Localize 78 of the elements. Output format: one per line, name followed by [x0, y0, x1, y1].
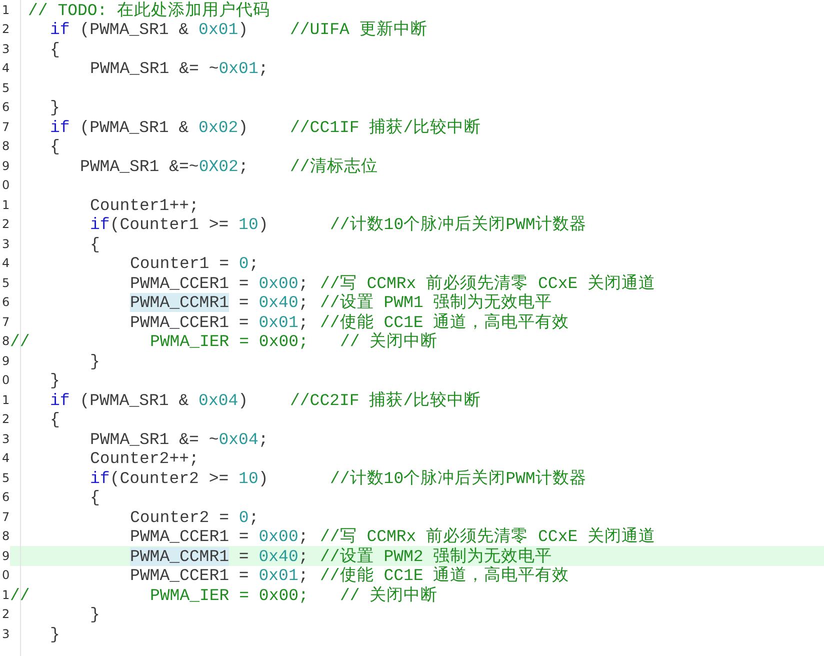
- code-comment: PWMA_IER = 0x00;: [150, 332, 308, 351]
- line-number: 8: [2, 333, 10, 350]
- code-comment: //写 CCMRx 前必须先清零 CCxE 关闭通道: [320, 274, 656, 292]
- line-number: 3: [2, 236, 10, 252]
- code-line: {: [90, 488, 100, 507]
- code-line: if(Counter1 >= 10): [90, 215, 268, 234]
- line-number: 1: [2, 586, 10, 604]
- line-number: 8: [2, 528, 10, 545]
- line-number: 0: [2, 177, 10, 194]
- code-comment: //设置 PWM2 强制为无效电平: [320, 546, 552, 566]
- line-number: 2: [2, 606, 10, 623]
- line-number: 1: [2, 196, 10, 214]
- line-number: 2: [2, 216, 10, 233]
- line-number: 1: [2, 392, 10, 408]
- line-number: 9: [2, 158, 10, 174]
- code-line: PWMA_SR1 &= ~0x01;: [90, 59, 268, 78]
- line-number: 4: [2, 450, 10, 467]
- line-number: 9: [2, 352, 10, 370]
- code-comment: //: [10, 332, 30, 351]
- code-line: Counter1++;: [90, 196, 199, 214]
- line-number: 3: [2, 430, 10, 448]
- code-comment: //计数10个脉冲后关闭PWM计数器: [330, 215, 586, 234]
- code-comment: // 关闭中断: [340, 586, 438, 604]
- code-line: }: [90, 352, 100, 370]
- code-comment: // 关闭中断: [340, 332, 438, 351]
- line-number: 7: [2, 314, 10, 330]
- code-line: {: [90, 234, 100, 254]
- code-line: {: [50, 40, 60, 58]
- line-number: 2: [2, 411, 10, 428]
- line-number: 8: [2, 138, 10, 155]
- line-number: 7: [2, 118, 10, 136]
- code-comment: //使能 CC1E 通道，高电平有效: [320, 312, 570, 332]
- code-comment: // TODO: 在此处添加用户代码: [28, 0, 270, 20]
- line-number: 7: [2, 508, 10, 526]
- code-line: }: [50, 98, 60, 117]
- code-comment: PWMA_IER = 0x00;: [150, 586, 308, 604]
- code-comment: //CC2IF 捕获/比较中断: [290, 390, 482, 410]
- line-number: 0: [2, 372, 10, 389]
- line-number: 5: [2, 274, 10, 292]
- code-line: PWMA_CCER1 = 0x00;: [130, 274, 308, 292]
- line-number: 2: [2, 21, 10, 38]
- line-number: 6: [2, 99, 10, 116]
- code-comment: //: [10, 586, 30, 604]
- code-line: if (PWMA_SR1 & 0x04): [50, 390, 248, 410]
- line-number: 5: [2, 80, 10, 96]
- code-line: PWMA_CCER1 = 0x01;: [130, 566, 308, 585]
- code-comment: //写 CCMRx 前必须先清零 CCxE 关闭通道: [320, 527, 656, 546]
- line-number: 6: [2, 489, 10, 506]
- code-line: {: [50, 137, 60, 156]
- code-comment: //清标志位: [290, 156, 378, 176]
- code-line: PWMA_CCER1 = 0x00;: [130, 527, 308, 546]
- code-line: }: [50, 371, 60, 390]
- code-line: PWMA_SR1 &=~0X02;: [80, 156, 248, 176]
- code-comment: //设置 PWM1 强制为无效电平: [320, 293, 552, 312]
- line-number: 0: [2, 567, 10, 584]
- code-line: PWMA_SR1 &= ~0x04;: [90, 430, 268, 448]
- code-line: Counter2++;: [90, 449, 199, 468]
- line-number: 1: [2, 2, 10, 18]
- code-line: if(Counter2 >= 10): [90, 468, 268, 488]
- line-number: 4: [2, 60, 10, 77]
- line-number: 9: [2, 548, 10, 564]
- line-number: 3: [2, 626, 10, 642]
- line-number: 5: [2, 470, 10, 486]
- line-number: 3: [2, 40, 10, 58]
- code-line: }: [90, 605, 100, 624]
- code-line: }: [50, 624, 60, 644]
- code-line: PWMA_CCER1 = 0x01;: [130, 312, 308, 332]
- code-comment: //计数10个脉冲后关闭PWM计数器: [330, 468, 586, 488]
- code-comment: //使能 CC1E 通道，高电平有效: [320, 566, 570, 585]
- code-comment: //CC1IF 捕获/比较中断: [290, 118, 482, 136]
- code-line: if (PWMA_SR1 & 0x01): [50, 20, 248, 39]
- code-comment: //UIFA 更新中断: [290, 20, 428, 39]
- code-line: Counter2 = 0;: [130, 508, 259, 526]
- code-line: if (PWMA_SR1 & 0x02): [50, 118, 248, 136]
- line-number: 6: [2, 294, 10, 311]
- line-number: 4: [2, 255, 10, 272]
- code-line: {: [50, 410, 60, 429]
- code-line: Counter1 = 0;: [130, 254, 259, 273]
